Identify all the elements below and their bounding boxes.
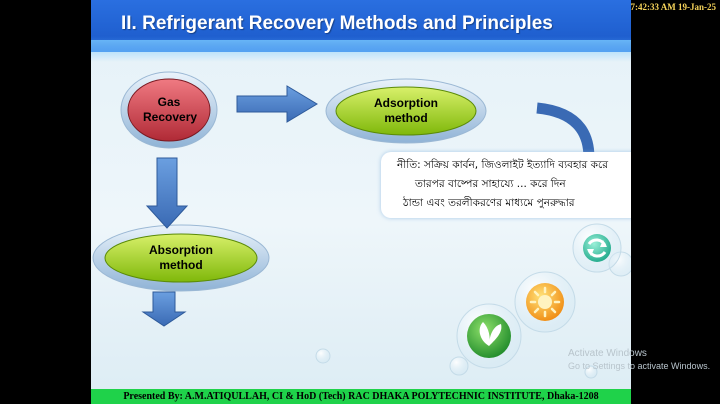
principle-text: নীতি: সক্রিয় কার্বন, জিওলাইট ইত্যাদি ব্… xyxy=(397,156,631,213)
activate-windows-title: Activate Windows xyxy=(568,348,647,359)
recycle-icon xyxy=(572,223,622,273)
principle-line: নীতি: সক্রিয় কার্বন, জিওলাইট ইত্যাদি ব্… xyxy=(397,159,608,171)
adsorption-label: Adsorption method xyxy=(374,96,438,125)
absorption-node xyxy=(92,224,270,292)
adsorption-node xyxy=(325,78,487,144)
title-glow xyxy=(91,40,631,62)
timestamp: 7:42:33 AM 19-Jan-25 xyxy=(630,2,717,12)
principle-line: তারপর বাষ্পের সাহায্যে ... করে দিন xyxy=(415,178,566,190)
sun-icon xyxy=(514,271,576,333)
principle-line: ঠান্ডা এবং তরলীকরণের মাধ্যমে পুনরুদ্ধার xyxy=(403,197,575,209)
bubble xyxy=(584,365,598,379)
bubble xyxy=(315,348,331,364)
down-arrow-icon xyxy=(141,291,187,327)
gas-recovery-node xyxy=(120,71,218,149)
slide: II. Refrigerant Recovery Methods and Pri… xyxy=(91,0,631,404)
down-arrow-icon xyxy=(145,157,189,229)
leaf-icon xyxy=(456,303,522,369)
right-arrow-icon xyxy=(236,85,318,123)
slide-title: II. Refrigerant Recovery Methods and Pri… xyxy=(121,13,553,34)
absorption-label: Absorption method xyxy=(149,243,213,272)
diagram-shapes xyxy=(92,71,631,379)
activate-windows-subtitle: Go to Settings to activate Windows. xyxy=(568,361,711,371)
principle-box: নীতি: সক্রিয় কার্বন, জিওলাইট ইত্যাদি ব্… xyxy=(381,152,631,218)
bubble xyxy=(449,356,469,376)
gas-recovery-label: Gas Recovery xyxy=(143,95,198,124)
footer-presenter: Presented By: A.M.ATIQULLAH, CI & HoD (T… xyxy=(91,389,631,404)
